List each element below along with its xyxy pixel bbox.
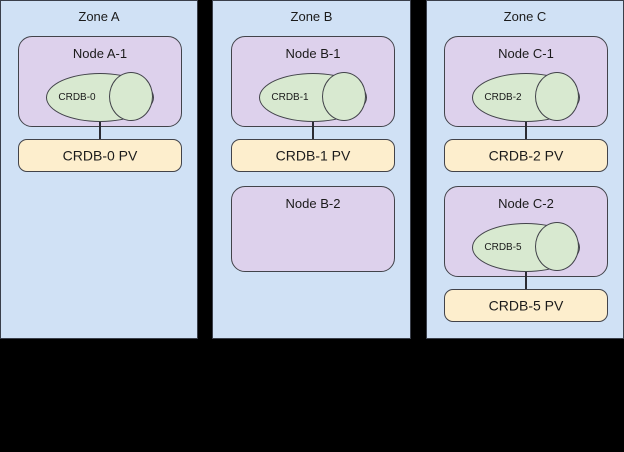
pod-cylinder-crdb-2[interactable]: CRDB-2 (472, 72, 580, 122)
connector-node-b-1-to-pv (312, 122, 314, 140)
node-title-b-2: Node B-2 (285, 196, 341, 211)
zone-title-b: Zone B (290, 9, 333, 24)
pod-label-crdb-2: CRDB-2 (484, 91, 522, 103)
pv-box-crdb-5[interactable]: CRDB-5 PV (444, 289, 608, 322)
pv-label-crdb-2: CRDB-2 PV (488, 147, 564, 163)
pod-cylinder-crdb-0[interactable]: CRDB-0 (46, 72, 154, 122)
node-title-c-1: Node C-1 (498, 46, 554, 61)
zone-title-c: Zone C (503, 9, 547, 24)
pv-box-crdb-2[interactable]: CRDB-2 PV (444, 139, 608, 172)
node-title-a-1: Node A-1 (72, 46, 128, 61)
pod-label-crdb-1: CRDB-1 (271, 91, 309, 103)
zone-title-a: Zone A (78, 9, 120, 24)
pod-label-crdb-0: CRDB-0 (58, 91, 96, 103)
connector-node-a-1-to-pv (99, 122, 101, 140)
pod-cylinder-crdb-5[interactable]: CRDB-5 (472, 222, 580, 272)
node-title-c-2: Node C-2 (498, 196, 554, 211)
cylinder-cap (535, 222, 579, 271)
pv-label-crdb-0: CRDB-0 PV (62, 147, 138, 163)
pod-label-crdb-5: CRDB-5 (484, 241, 522, 253)
pv-box-crdb-1[interactable]: CRDB-1 PV (231, 139, 395, 172)
connector-node-c-1-to-pv (525, 122, 527, 140)
pod-cylinder-crdb-1[interactable]: CRDB-1 (259, 72, 367, 122)
connector-node-c-2-to-pv (525, 272, 527, 290)
pv-label-crdb-5: CRDB-5 PV (488, 297, 564, 313)
cylinder-cap (322, 72, 366, 121)
cylinder-cap (109, 72, 153, 121)
pv-box-crdb-0[interactable]: CRDB-0 PV (18, 139, 182, 172)
pv-label-crdb-1: CRDB-1 PV (275, 147, 351, 163)
cylinder-cap (535, 72, 579, 121)
node-box-b-2[interactable]: Node B-2 (231, 186, 395, 272)
node-title-b-1: Node B-1 (285, 46, 341, 61)
